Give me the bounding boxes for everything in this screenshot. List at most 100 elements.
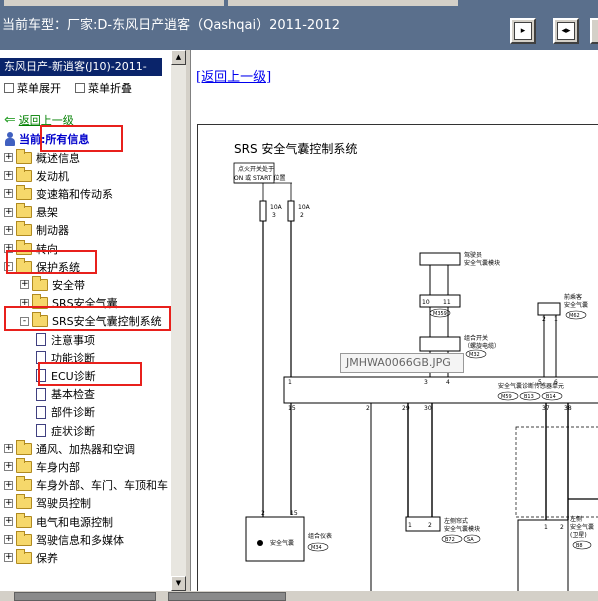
tag-b72 bbox=[441, 534, 463, 544]
current-location-label: 当前:所有信息 bbox=[19, 132, 90, 146]
satellite-dashed-box bbox=[515, 426, 598, 518]
tree-item[interactable]: 部件诊断 bbox=[36, 404, 95, 421]
back-up-link[interactable]: ⇐ 返回上一级 bbox=[4, 111, 74, 128]
tree-item[interactable]: -保护系统 bbox=[4, 257, 80, 275]
restore-pane-button[interactable]: ▸ bbox=[510, 18, 536, 44]
title-bar: 当前车型：厂家:D-东风日产逍客（Qashqai）2011-2012 ▸ ◂▸ bbox=[0, 0, 598, 50]
tree-item[interactable]: ECU诊断 bbox=[36, 367, 96, 384]
scroll-up-icon[interactable]: ▲ bbox=[171, 50, 186, 65]
expand-node-icon[interactable]: + bbox=[4, 516, 13, 526]
expand-node-icon[interactable]: + bbox=[4, 243, 13, 253]
status-segment-1 bbox=[14, 592, 156, 601]
tree-item-label: 基本检查 bbox=[51, 388, 95, 402]
airbag-warning-lamp-icon bbox=[257, 540, 263, 546]
wiring-diagram: SRS 安全气囊控制系统 点火开关处于 ON 或 START 位置 10A 3 … bbox=[197, 124, 598, 592]
driver-module-label-2: 安全气囊模块 bbox=[464, 259, 500, 267]
current-location: 当前:所有信息 bbox=[4, 130, 89, 147]
folder-icon bbox=[16, 221, 32, 237]
image-filename-tooltip: JMHWA0066GB.JPG bbox=[340, 353, 464, 373]
tree-item-label: 悬架 bbox=[36, 206, 58, 220]
tree-item[interactable]: +驾驶员控制 bbox=[4, 494, 91, 512]
folder-icon bbox=[16, 476, 32, 492]
folder-icon bbox=[16, 203, 32, 219]
tag-m59 bbox=[497, 391, 519, 401]
pin-1b: 1 bbox=[408, 522, 412, 529]
srs-unit-label: 安全气囊诊断传感器单元 bbox=[498, 382, 564, 390]
document-icon bbox=[36, 369, 46, 383]
tree-item[interactable]: + 保养 bbox=[4, 548, 58, 566]
fuse-1 bbox=[259, 200, 267, 222]
tree-item-label: 制动器 bbox=[36, 224, 69, 238]
ignition-label-1: 点火开关处于 bbox=[238, 165, 274, 173]
document-icon bbox=[36, 333, 46, 346]
tree-item[interactable]: + 悬架 bbox=[4, 203, 58, 221]
pin-5: 5 bbox=[538, 379, 542, 386]
expand-node-icon[interactable]: + bbox=[4, 152, 13, 162]
split-pane-button[interactable]: ◂▸ bbox=[553, 18, 579, 44]
expand-node-icon[interactable]: + bbox=[20, 279, 29, 290]
tree-item[interactable]: 注意事项 bbox=[36, 331, 95, 348]
tree-item[interactable]: +车身外部、车门、车顶和车 bbox=[4, 476, 168, 494]
expand-node-icon[interactable]: + bbox=[4, 170, 13, 181]
collapse-node-icon[interactable]: - bbox=[4, 262, 13, 272]
tree-item-label: 电气和电源控制 bbox=[36, 515, 113, 529]
tree-item[interactable]: 基本检查 bbox=[36, 386, 95, 403]
tag-m32 bbox=[465, 349, 487, 359]
folder-icon bbox=[16, 166, 32, 182]
tree-item[interactable]: +车身内部 bbox=[4, 457, 80, 475]
scroll-down-icon[interactable]: ▼ bbox=[171, 576, 186, 591]
folder-icon bbox=[16, 457, 32, 473]
conn-m59-label: M59 bbox=[501, 394, 512, 400]
tree-item-label: 转向 bbox=[36, 242, 58, 256]
folder-icon bbox=[16, 148, 32, 164]
tree-item[interactable]: + 电气和电源控制 bbox=[4, 512, 113, 530]
pin-15: 15 bbox=[288, 405, 296, 412]
folder-icon bbox=[32, 275, 48, 291]
spiral-label-1: 组合开关 bbox=[464, 334, 488, 342]
collapse-menu-label: 菜单折叠 bbox=[88, 82, 132, 95]
tree-item-label: 保养 bbox=[36, 551, 58, 565]
expand-node-icon[interactable]: + bbox=[4, 224, 13, 235]
tag-sa bbox=[463, 534, 481, 544]
vehicle-tree-title: 东风日产-新逍客(J10)-2011- bbox=[0, 58, 162, 76]
tree-item[interactable]: + 制动器 bbox=[4, 221, 69, 239]
fuse-2-number: 2 bbox=[300, 212, 304, 219]
tree-item[interactable]: +发动机 bbox=[4, 166, 69, 184]
vehicle-model-title: 当前车型：厂家:D-东风日产逍客（Qashqai）2011-2012 bbox=[2, 18, 340, 33]
tree-item[interactable]: +变速箱和传动系 bbox=[4, 184, 113, 202]
expand-node-icon[interactable]: + bbox=[4, 443, 13, 454]
tree-item[interactable]: +安全带 bbox=[20, 275, 85, 293]
expand-menu-button[interactable]: 菜单展开 bbox=[4, 80, 61, 96]
tree-item[interactable]: +概述信息 bbox=[4, 148, 80, 166]
collapse-node-icon[interactable]: - bbox=[20, 316, 29, 326]
tree-item[interactable]: +驾驶信息和多媒体 bbox=[4, 530, 124, 548]
expand-node-icon[interactable]: + bbox=[4, 461, 13, 472]
tree-item-label: ECU诊断 bbox=[51, 369, 96, 383]
expand-node-icon[interactable]: + bbox=[4, 534, 13, 545]
tree-item-label: 注意事项 bbox=[51, 333, 95, 347]
split-pane-icon: ◂▸ bbox=[557, 22, 575, 40]
expand-node-icon[interactable]: + bbox=[4, 497, 13, 508]
expand-node-icon[interactable]: + bbox=[4, 188, 13, 199]
expand-node-icon[interactable]: + bbox=[4, 206, 13, 217]
tree-item[interactable]: +通风、加热器和空调 bbox=[4, 439, 135, 457]
expand-node-icon[interactable]: + bbox=[4, 479, 13, 490]
menu-toolbar: 菜单展开 菜单折叠 bbox=[4, 80, 132, 96]
tree-item[interactable]: 症状诊断 bbox=[36, 422, 95, 439]
expand-node-icon[interactable]: + bbox=[4, 552, 13, 563]
pin-2b: 2 bbox=[261, 510, 265, 517]
tag-m62 bbox=[565, 310, 587, 320]
tree-scrollbar[interactable]: ▲ ▼ bbox=[171, 50, 186, 591]
fuse-1-number: 3 bbox=[272, 212, 276, 219]
tag-m34 bbox=[307, 542, 329, 552]
expand-icon bbox=[4, 83, 14, 93]
return-link[interactable]: [返回上一级] bbox=[196, 70, 272, 85]
conn-b13-label: B13 bbox=[524, 394, 534, 400]
maximize-button[interactable] bbox=[590, 18, 598, 44]
collapse-menu-button[interactable]: 菜单折叠 bbox=[75, 80, 132, 96]
conn-b14-label: B14 bbox=[546, 394, 556, 400]
tag-b13 bbox=[519, 391, 541, 401]
tree-item[interactable]: -SRS安全气囊控制系统 bbox=[20, 312, 162, 330]
pin-10: 10 bbox=[422, 299, 430, 306]
airbag-lamp-label: 安全气囊 bbox=[270, 539, 294, 547]
